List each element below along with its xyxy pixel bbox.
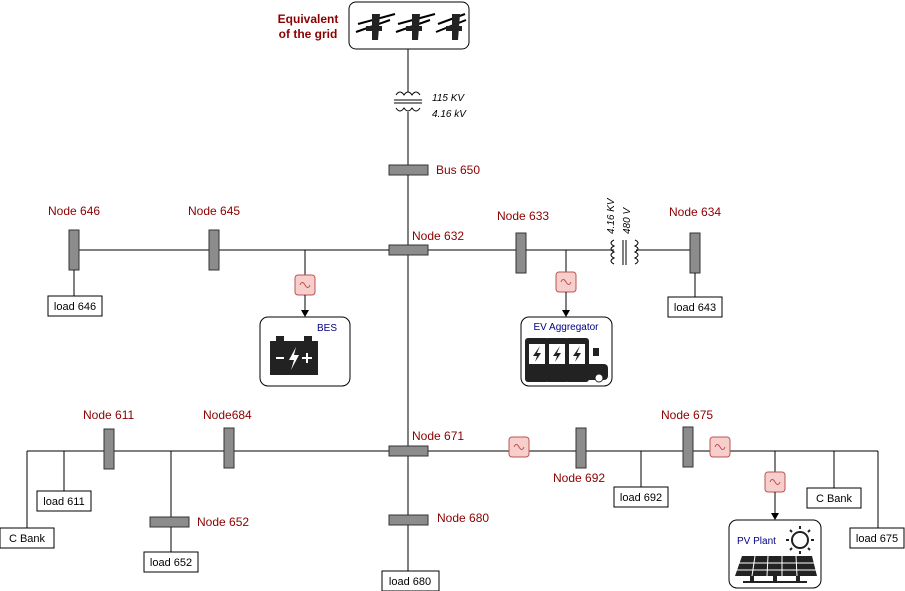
node-611[interactable]: [103, 428, 115, 470]
load-646[interactable]: [47, 295, 103, 317]
load-611[interactable]: [36, 490, 92, 512]
main-transformer-hv: 115 KV: [432, 93, 465, 104]
load-692-label: load 692: [620, 492, 662, 504]
node-675-label: Node 675: [661, 408, 713, 422]
transformer-633-634-hv: 4.16 KV: [606, 197, 617, 234]
transformer-633-634-icon: [610, 239, 639, 265]
node-692-label: Node 692: [553, 471, 605, 485]
node-646[interactable]: [68, 229, 80, 271]
load-675-label: load 675: [856, 533, 898, 545]
cbank-right[interactable]: [806, 487, 862, 509]
load-611-label: load 611: [43, 496, 84, 508]
load-680-label: load 680: [389, 576, 431, 588]
node-633[interactable]: [515, 232, 527, 274]
main-transformer-icon: [394, 91, 422, 112]
node-680[interactable]: [388, 514, 429, 526]
grid-title-line1: Equivalent: [278, 12, 339, 26]
grid-towers-icon: [348, 1, 470, 50]
node-692[interactable]: [575, 427, 587, 469]
node-632[interactable]: [388, 244, 429, 256]
transformer-633-634-lv: 480 V: [622, 207, 633, 234]
node-632-label: Node 632: [412, 229, 464, 243]
pv-plant-device[interactable]: [728, 519, 822, 589]
node-684-label: Node684: [203, 408, 252, 422]
node-611-label: Node 611: [83, 408, 134, 422]
bes-label: BES: [317, 323, 337, 334]
node-646-label: Node 646: [48, 204, 100, 218]
node-671[interactable]: [388, 445, 429, 457]
pv-label: PV Plant: [737, 536, 776, 547]
grid-title-line2: of the grid: [279, 27, 338, 41]
bes-device[interactable]: [259, 316, 351, 387]
ev-label: EV Aggregator: [533, 322, 599, 333]
load-680[interactable]: [381, 570, 440, 591]
node-634[interactable]: [689, 232, 701, 274]
node-633-label: Node 633: [497, 209, 549, 223]
node-645-label: Node 645: [188, 204, 240, 218]
main-transformer-lv: 4.16 kV: [432, 109, 467, 120]
cbank-left-label: C Bank: [9, 533, 46, 545]
bus-650[interactable]: [388, 164, 429, 176]
bus-650-label: Bus 650: [436, 163, 480, 177]
node-675[interactable]: [682, 426, 694, 468]
ev-aggregator-device[interactable]: [520, 316, 613, 387]
load-643-label: load 643: [674, 302, 716, 314]
cbank-left[interactable]: [0, 527, 55, 549]
load-652[interactable]: [143, 551, 199, 573]
load-675[interactable]: [849, 527, 905, 549]
node-684[interactable]: [223, 427, 235, 469]
cbank-right-label: C Bank: [816, 493, 853, 505]
load-643[interactable]: [667, 296, 723, 318]
load-646-label: load 646: [54, 301, 96, 313]
load-652-label: load 652: [150, 557, 192, 569]
node-680-label: Node 680: [437, 511, 489, 525]
node-634-label: Node 634: [669, 205, 721, 219]
load-692[interactable]: [613, 486, 669, 508]
node-645[interactable]: [208, 229, 220, 271]
node-652-label: Node 652: [197, 515, 249, 529]
node-652[interactable]: [149, 516, 190, 528]
node-671-label: Node 671: [412, 429, 464, 443]
